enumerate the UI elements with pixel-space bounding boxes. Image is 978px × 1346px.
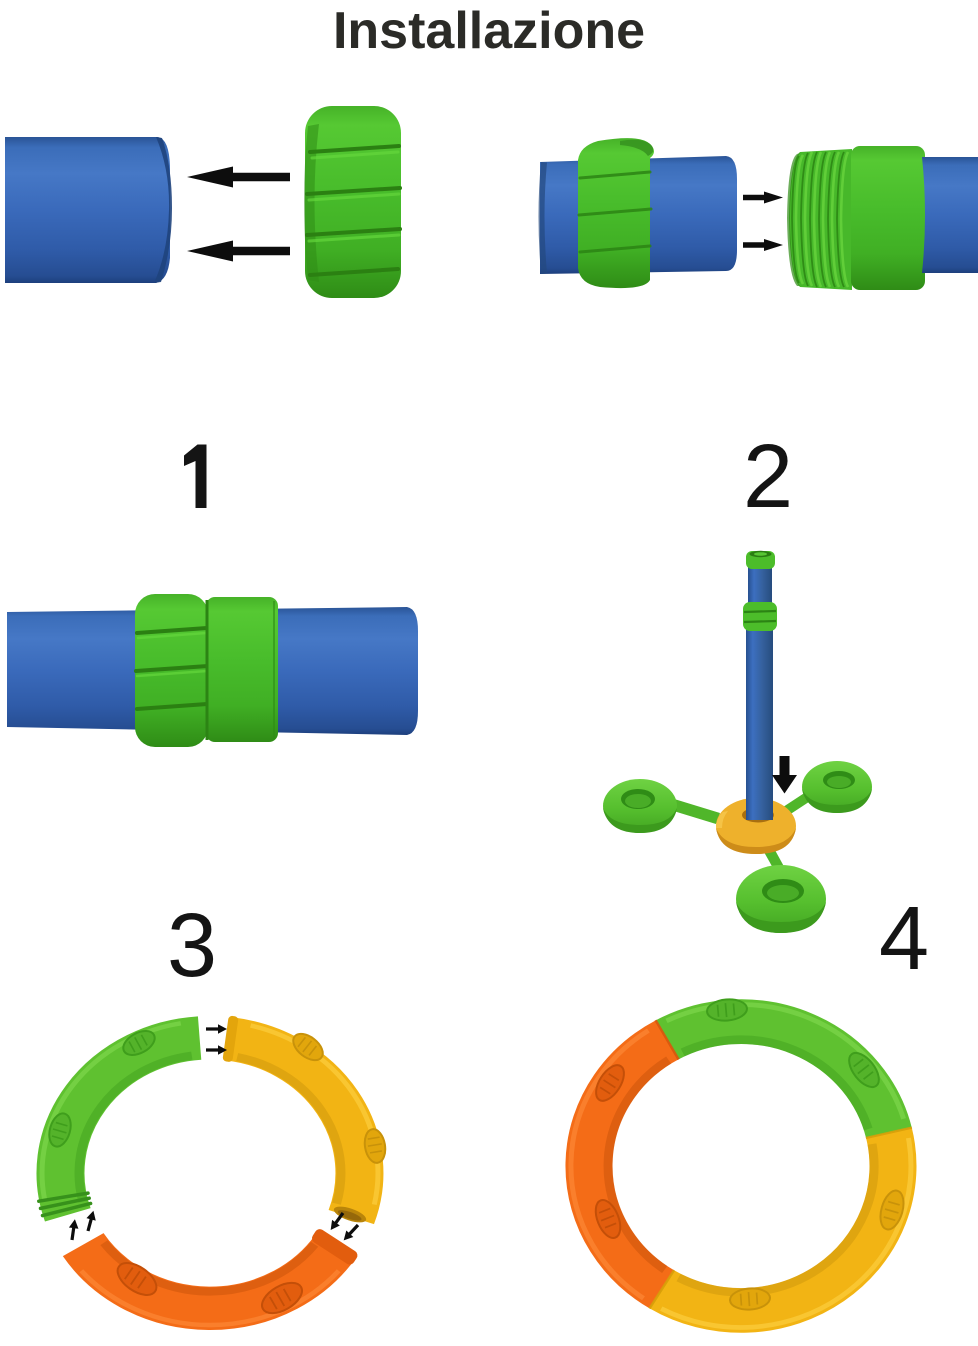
svg-text:Installazione: Installazione (333, 2, 645, 60)
svg-text:2: 2 (743, 427, 793, 527)
svg-text:3: 3 (167, 896, 217, 996)
svg-text:4: 4 (879, 889, 929, 989)
